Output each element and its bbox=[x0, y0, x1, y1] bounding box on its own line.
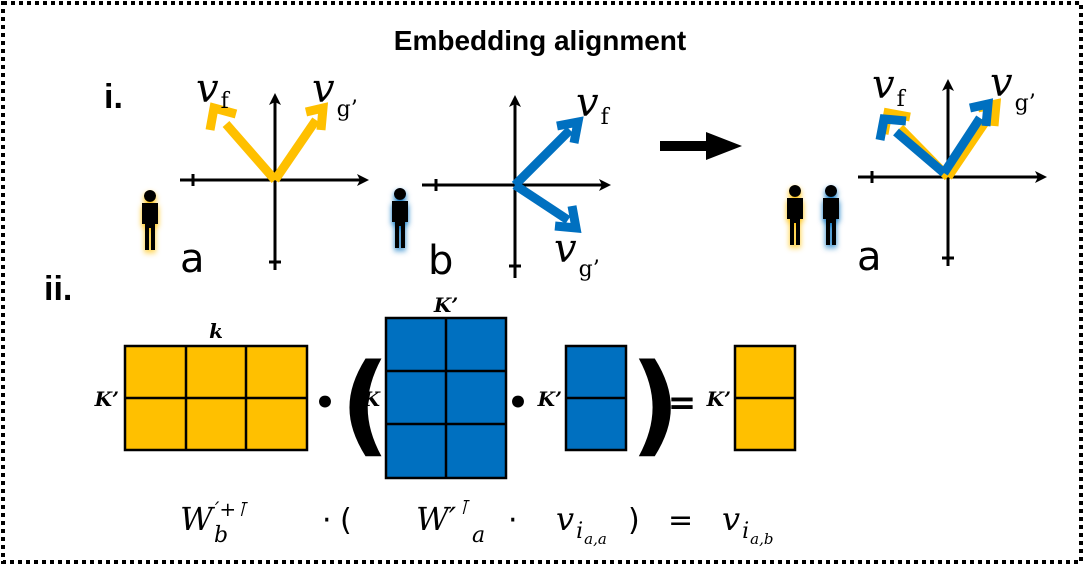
person-a-icon bbox=[142, 190, 158, 250]
matrix-wb-cols-label: k bbox=[209, 319, 223, 343]
plot-aligned-person-label: a bbox=[857, 234, 882, 280]
dot-operator-2: • bbox=[507, 383, 529, 423]
transform-arrow bbox=[660, 132, 742, 160]
matrix-wa bbox=[384, 316, 508, 480]
plot-a-vector-f bbox=[222, 121, 279, 183]
eq-lparen: ( bbox=[340, 503, 352, 538]
eq-rparen: ) bbox=[628, 503, 640, 538]
plot-a-label-vf: vf bbox=[196, 66, 231, 114]
plot-b-vector-g-head bbox=[554, 205, 582, 234]
dot-operator-1: • bbox=[314, 383, 336, 423]
plot-b-person-label: b bbox=[428, 238, 453, 284]
plot-a-vector-f-head bbox=[205, 102, 238, 131]
plot-a: vf vg’ a bbox=[142, 66, 369, 282]
panel-ii-label: ii. bbox=[44, 270, 72, 308]
plot-b-label-vg: vg’ bbox=[554, 226, 600, 282]
eq-wb-sub: b bbox=[214, 523, 228, 548]
equation: W′+⊺ b · ( W′⊺ a · via,a ) = via,b bbox=[180, 495, 773, 548]
matrix-wa-cols-label: K’ bbox=[433, 293, 458, 317]
panel-i-label: i. bbox=[104, 78, 123, 116]
eq-dot-2: · bbox=[508, 503, 518, 538]
plot-b-vector-f bbox=[511, 126, 574, 189]
eq-wa-sub: a bbox=[472, 523, 485, 548]
figure-title: Embedding alignment bbox=[394, 25, 686, 56]
person-a-icon-aligned bbox=[787, 185, 803, 245]
eq-v1: via,a bbox=[556, 500, 607, 548]
open-paren: ( bbox=[340, 340, 390, 468]
plot-a-person-label: a bbox=[180, 236, 205, 282]
plot-a-label-vg: vg’ bbox=[312, 66, 358, 122]
vector-in bbox=[564, 344, 628, 452]
vector-out bbox=[733, 344, 797, 452]
plot-aligned-label-vg: vg’ bbox=[990, 60, 1036, 116]
eq-v2: via,b bbox=[722, 500, 773, 548]
vector-in-rows-label: K’ bbox=[537, 387, 562, 411]
eq-wa: W′⊺ bbox=[416, 495, 470, 538]
plot-b-vector-f-head bbox=[556, 116, 584, 144]
vector-out-rows-label: K’ bbox=[706, 387, 731, 411]
plot-aligned-vectors-b bbox=[875, 98, 994, 177]
close-paren: ) bbox=[630, 340, 680, 468]
plot-a-vectors bbox=[205, 102, 329, 183]
eq-equals: = bbox=[668, 503, 693, 538]
plot-a-vector-g-head bbox=[304, 102, 329, 131]
plot-b: vf vg’ b bbox=[392, 80, 611, 284]
plot-b-vector-g bbox=[512, 181, 571, 224]
plot-aligned: vf vg’ a bbox=[787, 60, 1047, 280]
person-b-icon-aligned bbox=[823, 185, 839, 245]
person-b-icon bbox=[392, 188, 408, 248]
plot-aligned-label-vf: vf bbox=[872, 62, 907, 112]
plot-b-vectors bbox=[511, 116, 584, 234]
equals-sign: = bbox=[668, 383, 697, 423]
plot-a-vector-g bbox=[271, 117, 320, 183]
eq-dot-1: · bbox=[322, 503, 332, 538]
plot-b-label-vf: vf bbox=[576, 80, 611, 130]
matrix-wb-rows-label: K’ bbox=[94, 387, 119, 411]
matrix-wa-rows-label: K bbox=[362, 387, 382, 411]
eq-wb: W′+⊺ bbox=[180, 497, 248, 538]
matrix-wb bbox=[123, 344, 309, 452]
